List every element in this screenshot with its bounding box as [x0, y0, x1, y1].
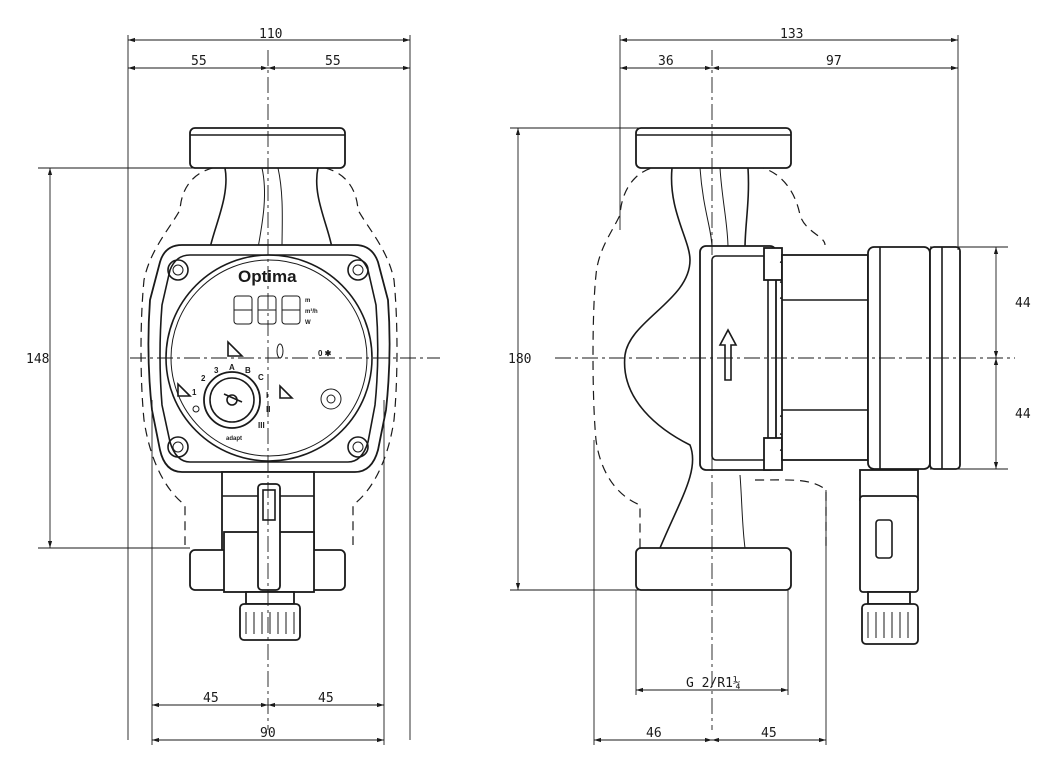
speed-label-i: I	[266, 391, 268, 400]
dim-side-bottom-right: 45	[761, 726, 777, 741]
speed-label-3: 3	[214, 366, 219, 375]
speed-label-c: C	[258, 373, 264, 382]
dim-side-left: 36	[658, 54, 674, 69]
dim-front-bottom-right: 45	[318, 691, 334, 706]
wireless-icon	[320, 388, 342, 410]
front-view: Optima m m³/h W 0 ✱ 1 2 3 A	[130, 50, 440, 730]
speed-label-iii: III	[258, 421, 265, 430]
side-dimensions	[510, 35, 1008, 745]
speed-selector-knob[interactable]	[203, 371, 261, 429]
speed-label-b: B	[245, 366, 251, 375]
side-view	[555, 50, 1015, 730]
dim-front-right-half: 55	[325, 54, 341, 69]
dim-side-upper: 44	[1015, 296, 1031, 311]
side-stator-can	[781, 254, 869, 461]
dim-side-overall-width: 133	[780, 27, 803, 42]
side-bottom-flange	[635, 547, 792, 591]
dim-side-right: 97	[826, 54, 842, 69]
speed-label-a: A	[229, 363, 235, 372]
side-bottom-clip	[763, 437, 783, 471]
dim-side-height: 180	[508, 352, 531, 367]
constant-pressure-icon	[177, 382, 192, 397]
power-icon	[192, 405, 200, 413]
front-cable-clip	[257, 483, 281, 591]
front-corner-bolts	[167, 259, 369, 458]
side-cable-gland	[861, 603, 919, 645]
side-terminal-box	[859, 495, 919, 593]
dim-front-height: 148	[26, 352, 49, 367]
side-housing-outline	[592, 165, 827, 548]
unit-label-w: W	[305, 320, 311, 326]
dim-thread: G 2/R1¼	[686, 676, 741, 691]
adapt-label: adapt	[226, 436, 242, 442]
dim-side-bottom-left: 46	[646, 726, 662, 741]
unit-label-flow: m³/h	[305, 308, 318, 315]
speed-label-1: 1	[192, 388, 197, 397]
flow-direction-arrow	[718, 328, 738, 381]
front-neck	[209, 167, 333, 249]
front-dimensions	[38, 35, 411, 745]
speed-label-2: 2	[201, 374, 206, 383]
side-volute	[623, 167, 750, 549]
display-digits	[233, 295, 301, 325]
bluetooth-icon: 0 ✱	[318, 349, 332, 358]
dim-front-overall-width: 110	[259, 27, 282, 42]
side-terminal-top	[859, 469, 919, 501]
front-top-flange	[189, 127, 346, 169]
side-gland-nut	[867, 591, 911, 605]
unit-label-m: m	[305, 298, 310, 304]
dim-side-lower: 44	[1015, 407, 1031, 422]
proportional-pressure-icon	[227, 340, 244, 357]
side-top-clip	[763, 247, 783, 281]
side-top-flange	[635, 127, 792, 169]
dim-front-left-half: 55	[191, 54, 207, 69]
front-gland-nut	[245, 591, 295, 605]
dim-front-bottom-width: 90	[260, 726, 276, 741]
dim-front-bottom-left: 45	[203, 691, 219, 706]
auto-mode-icon	[279, 384, 294, 399]
